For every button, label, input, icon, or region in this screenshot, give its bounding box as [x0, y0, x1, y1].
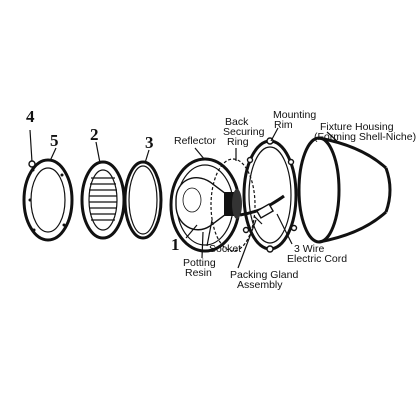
- label-electric-cord-line2: Electric Cord: [287, 253, 347, 265]
- part-number-2: 2: [90, 125, 99, 144]
- face-rim-ring: [22, 158, 74, 242]
- gasket: [123, 160, 163, 240]
- lens: [80, 160, 126, 240]
- leader-lines: [49, 127, 338, 269]
- label-mounting-rim-line2: Rim: [274, 119, 293, 131]
- label-fixture-housing-line2: (Forming Shell-Niche): [314, 131, 416, 143]
- label-socket: Socket: [209, 243, 241, 255]
- mounting-rim: [242, 137, 298, 253]
- label-reflector: Reflector: [174, 135, 217, 147]
- label-back-securing-ring-line3: Ring: [227, 136, 249, 148]
- label-back-securing-ring-line1: Back: [225, 116, 249, 128]
- back-securing-ring: [210, 158, 256, 252]
- packing-gland-and-cord: [239, 194, 285, 225]
- label-electric-cord-line1: 3 Wire: [294, 243, 324, 255]
- label-fixture-housing-line1: Fixture Housing: [320, 121, 394, 133]
- label-packing-gland-line1: Packing Gland: [230, 269, 298, 281]
- screw: [28, 129, 36, 168]
- label-back-securing-ring-line2: Securing: [223, 126, 265, 138]
- label-mounting-rim-line1: Mounting: [273, 109, 316, 121]
- part-number-3: 3: [145, 133, 154, 152]
- part-number-5: 5: [50, 131, 59, 150]
- lens-ribs: [89, 177, 117, 221]
- part-number-1: 1: [171, 235, 180, 254]
- fixture-housing: [297, 136, 392, 244]
- label-potting-resin-line1: Potting: [183, 257, 216, 269]
- reflector-with-lamp: [169, 157, 242, 253]
- part-number-4: 4: [26, 107, 35, 126]
- label-potting-resin-line2: Resin: [185, 267, 212, 279]
- label-packing-gland-line2: Assembly: [237, 279, 283, 291]
